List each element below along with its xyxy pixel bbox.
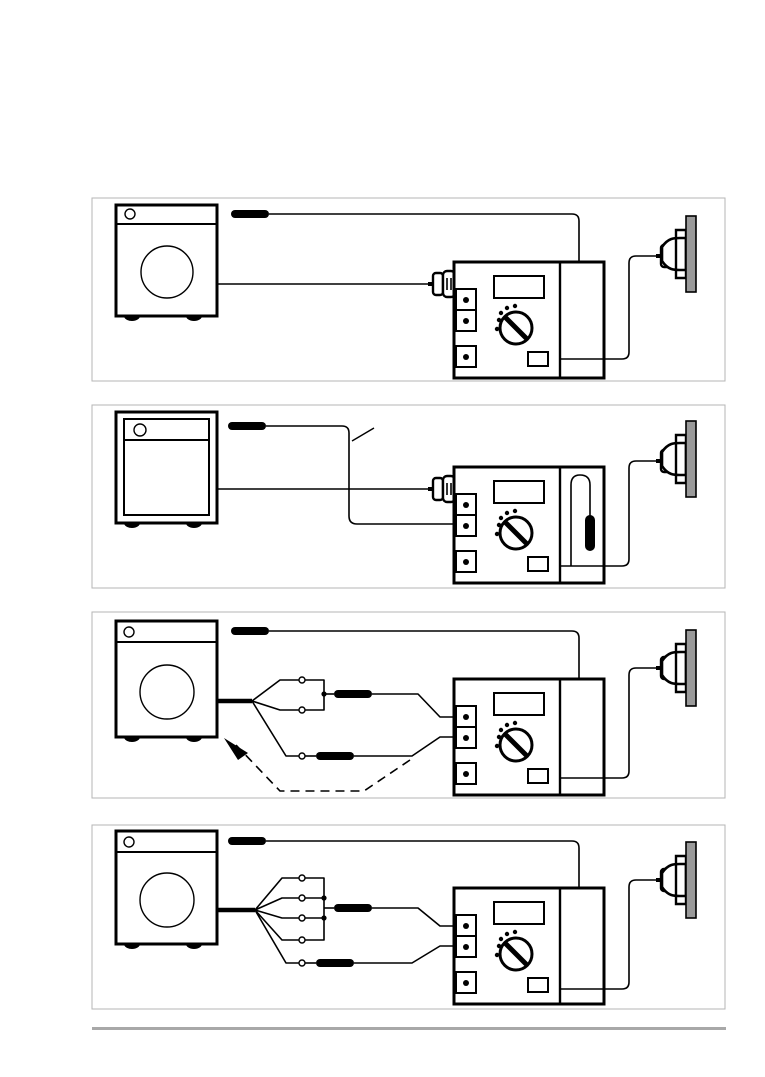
washing-machine-icon [116,205,217,321]
tester-icon [454,888,604,1004]
washing-machine-icon [116,831,217,949]
wall-socket-icon [662,630,696,706]
cable-conductors [217,878,302,963]
switch-contact-icon [299,677,334,759]
test-lead-1 [372,694,466,717]
test-probe-icon [228,837,266,845]
footer-rule [92,1027,726,1030]
mains-plug-icon [428,271,455,297]
wall-socket-icon [662,216,696,292]
test-lead-2 [354,737,466,756]
test-lead-2 [354,946,466,963]
test-probe-icon [334,904,372,912]
mains-plug-icon [428,476,455,502]
test-lead-1 [372,908,466,926]
wall-socket-icon [662,842,696,918]
panel-3 [92,612,725,798]
dishwasher-icon [116,412,217,528]
test-probe-icon [316,752,354,760]
arrow-head [224,738,248,760]
test-probe-icon [228,422,266,430]
switch-contact-icon [299,875,334,966]
tester-icon [454,262,604,378]
test-probe-icon [231,210,269,218]
panel-4 [92,825,725,1009]
test-probe-icon [316,959,354,967]
probe-lead [266,426,466,524]
leader-line [352,428,374,441]
panel-1 [92,198,725,381]
washing-machine-icon [116,621,217,742]
test-probe-icon [231,627,269,635]
dashed-return-path [236,745,410,791]
wall-socket-icon [662,421,696,497]
panel-2 [92,405,725,588]
test-probe-icon [334,690,372,698]
